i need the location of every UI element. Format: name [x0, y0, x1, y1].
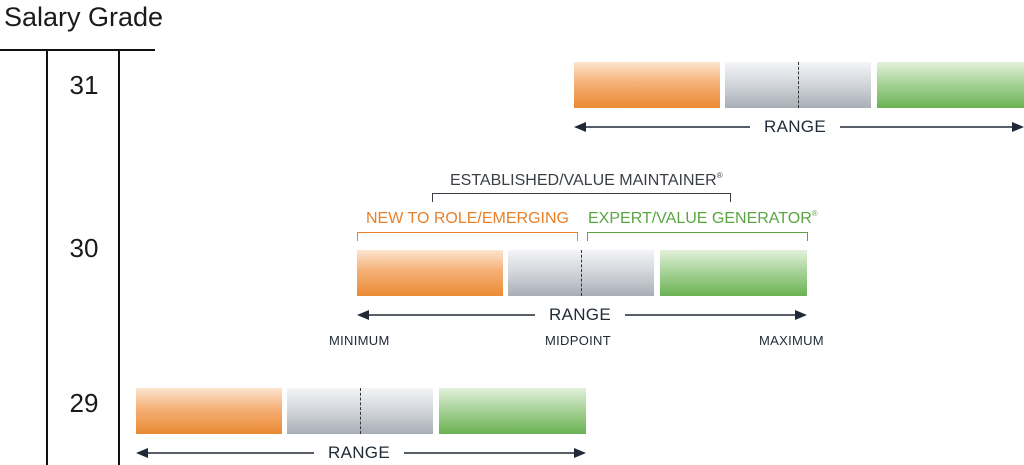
new-to-role-bracket [357, 232, 578, 241]
axis-line-right [118, 50, 120, 465]
expert-label: EXPERT/VALUE GENERATOR® [588, 209, 818, 228]
grade-29-orange-segment [136, 388, 282, 434]
grade-31-band [574, 62, 1024, 108]
grade-30-midpoint-line [581, 250, 582, 296]
established-label: ESTABLISHED/VALUE MAINTAINER® [450, 171, 723, 190]
grade-29-range-label: RANGE [314, 443, 404, 463]
grade-31-range-label: RANGE [750, 117, 840, 137]
axis-line-left [46, 50, 48, 465]
expert-bracket [587, 232, 808, 241]
grade-label-31: 31 [69, 70, 99, 100]
grade-label-29: 29 [69, 388, 99, 418]
grade-31-green-segment [877, 62, 1024, 108]
grade-31-midpoint-line [798, 62, 799, 108]
grade-31-orange-segment [574, 62, 720, 108]
midpoint-label: MIDPOINT [545, 333, 611, 348]
grade-30-green-segment [660, 250, 807, 296]
expert-registered-mark: ® [811, 209, 818, 218]
expert-label-text: EXPERT/VALUE GENERATOR [588, 210, 812, 227]
salary-grade-title: Salary Grade [4, 2, 164, 32]
grade-label-30: 30 [69, 233, 99, 263]
grade-29-midpoint-line [360, 388, 361, 434]
maximum-label: MAXIMUM [759, 333, 824, 348]
grade-30-orange-segment [357, 250, 503, 296]
established-bracket [432, 193, 731, 202]
title-divider [0, 49, 155, 51]
established-label-text: ESTABLISHED/VALUE MAINTAINER [450, 172, 717, 189]
grade-29-green-segment [439, 388, 586, 434]
new-to-role-label: NEW TO ROLE/EMERGING [366, 210, 569, 227]
established-registered-mark: ® [716, 171, 723, 180]
minimum-label: MINIMUM [329, 333, 390, 348]
grade-30-range-label: RANGE [535, 305, 625, 325]
grade-30-band [357, 250, 807, 296]
grade-29-band [136, 388, 586, 434]
